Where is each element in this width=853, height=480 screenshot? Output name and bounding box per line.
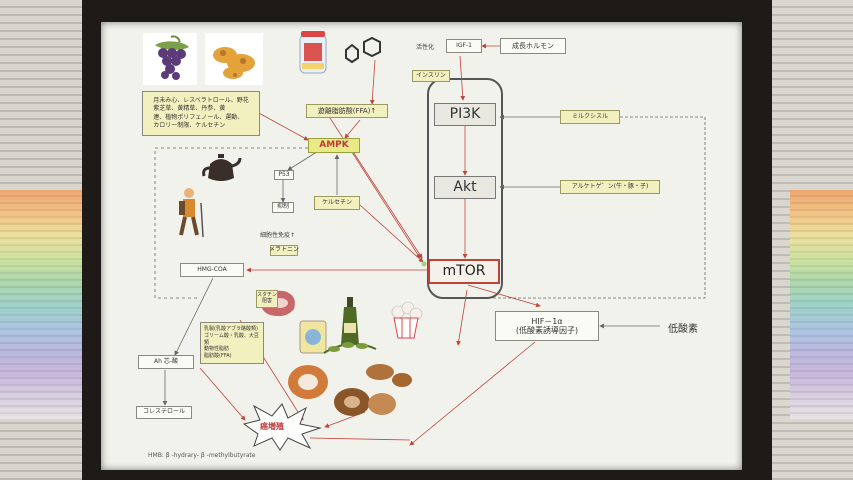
- wall-stripes-right: [790, 190, 853, 420]
- insulin-node: インスリン: [412, 70, 450, 82]
- wall-stripes-left: [0, 190, 92, 420]
- suppression-label: 抑制: [276, 203, 289, 211]
- cheese-icon: [296, 315, 330, 357]
- ffa-label: 遊離脂肪酸(FFA)↑: [317, 106, 377, 115]
- milk-thistle-label: ミルクシスル: [571, 112, 608, 120]
- mtor-label: mTOR: [442, 263, 486, 280]
- arginine-node: アルケトゲ゛ン(牛・豚・子): [560, 180, 660, 194]
- activation-label: 活性化: [416, 44, 435, 51]
- melatonin-label: メラトニン: [269, 246, 300, 254]
- melatonin-node: メラトニン: [269, 245, 300, 256]
- grapes-icon: [143, 33, 197, 85]
- foods-list-node: 月未み心、レスベラトロール、野花 紫芝草、黄精草、丹参、黄 連、植物ポリフェノー…: [142, 91, 260, 136]
- akt-label: Akt: [453, 179, 477, 196]
- quercetin-node: ケルセチン: [314, 196, 360, 210]
- milk-thistle-node: ミルクシスル: [560, 110, 620, 124]
- ahr-label: Ah 芯-酸: [154, 357, 178, 365]
- pi3k-label: PI3K: [449, 106, 481, 123]
- herbs-icon: [205, 33, 263, 85]
- pi3k-node: PI3K: [434, 103, 496, 126]
- nuts-icon: [330, 360, 415, 420]
- low-oxygen-label: 低酸素: [668, 324, 698, 335]
- cholesterol-label: コレステロール: [142, 408, 185, 416]
- mtor-node: mTOR: [428, 259, 500, 284]
- cholesterol-node: コレステロール: [136, 406, 192, 419]
- projection-screen: [101, 22, 742, 470]
- ahr-node: Ah 芯-酸: [138, 355, 194, 369]
- jar-icon: [292, 29, 334, 77]
- cancer-burst-icon: [240, 402, 324, 452]
- immunity-label: 細胞性免疫↑: [260, 232, 296, 239]
- cancer-growth-label: 癌増殖: [260, 422, 284, 431]
- hif-node: HIF－1α (低酸素誘導因子): [495, 311, 599, 341]
- statin-node: スタチン 阻害: [256, 290, 278, 308]
- arginine-label: アルケトゲ゛ン(牛・豚・子): [571, 182, 649, 190]
- statin-label: スタチン 阻害: [257, 292, 278, 304]
- ffa-node: 遊離脂肪酸(FFA)↑: [306, 104, 388, 118]
- popcorn-icon: [388, 300, 424, 340]
- meat-foods-label: 乳製(乳酸アブラ酪酸類) ゴリーム酸・乳酸、大豆類 動物性脂肪 脂肪酸(FFA): [204, 326, 259, 360]
- ampk-label: AMPK: [319, 140, 349, 151]
- teapot-icon: [200, 150, 242, 186]
- ampk-node: AMPK: [308, 138, 360, 153]
- hiker-icon: [173, 185, 209, 241]
- growth-hormone-node: 成長ホルモン: [500, 38, 566, 54]
- soybean-icon: [322, 335, 378, 361]
- quercetin-label: ケルセチン: [321, 198, 352, 206]
- p53-node: P53: [274, 170, 294, 180]
- igf1-node: IGF-1: [446, 39, 482, 53]
- footnote: HMB: β -hydrary- β -methylbutyrate: [148, 452, 256, 459]
- fat-molecule-icon: [340, 36, 390, 68]
- suppression-node: 抑制: [272, 202, 294, 213]
- insulin-label: インスリン: [416, 71, 446, 79]
- igf1-label: IGF-1: [456, 41, 472, 49]
- growth-hormone-label: 成長ホルモン: [512, 41, 554, 50]
- foods-list-label: 月未み心、レスベラトロール、野花 紫芝草、黄精草、丹参、黄 連、植物ポリフェノー…: [153, 97, 249, 129]
- olive-oil-icon: [335, 295, 365, 351]
- p53-label: P53: [278, 170, 290, 178]
- meat-foods-node: 乳製(乳酸アブラ酪酸類) ゴリーム酸・乳酸、大豆類 動物性脂肪 脂肪酸(FFA): [200, 322, 264, 364]
- hmg-coa-node: HMG-COA: [180, 263, 244, 277]
- bread-icon: [285, 362, 331, 402]
- akt-node: Akt: [434, 176, 496, 199]
- hif-label: HIF－1α (低酸素誘導因子): [515, 316, 579, 335]
- hmg-coa-label: HMG-COA: [197, 265, 227, 273]
